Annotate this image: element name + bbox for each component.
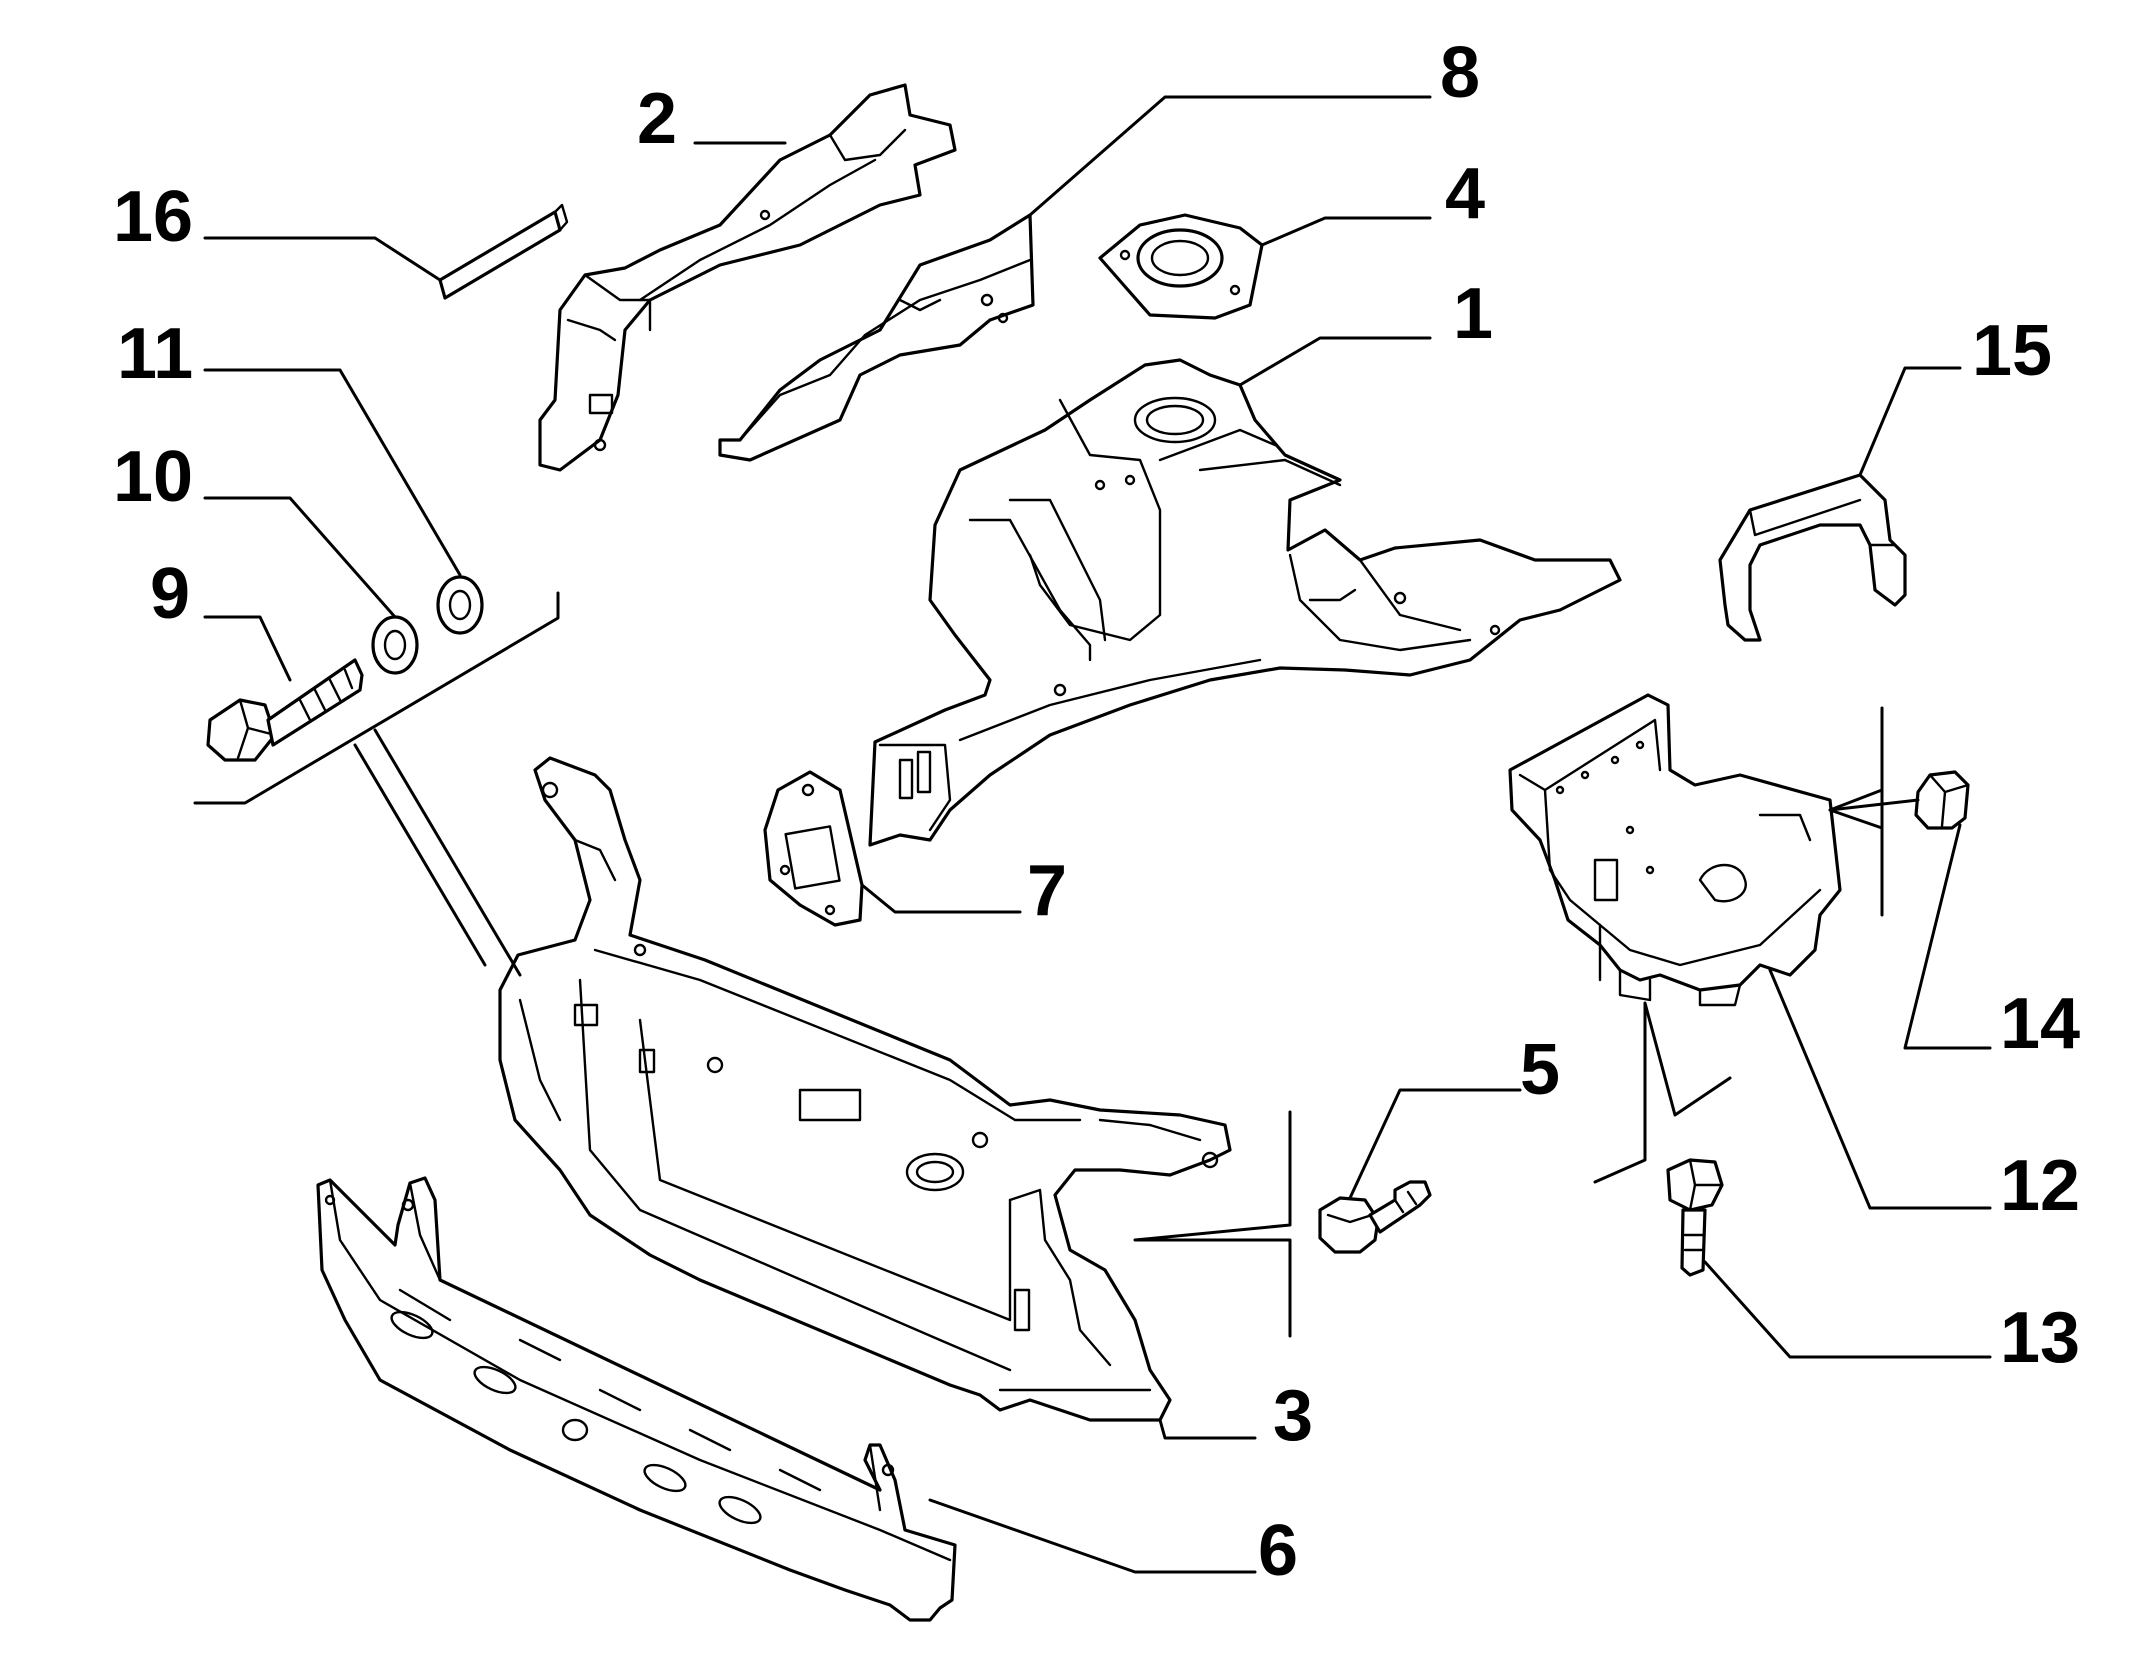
leader-lines (193, 95, 1992, 1574)
part-13-bolt (1666, 1158, 1724, 1277)
leader-6 (928, 1498, 1257, 1574)
part-6-bumper-crossbeam (316, 1176, 957, 1622)
callout-7: 7 (1027, 851, 1067, 931)
callout-8: 8 (1440, 33, 1480, 113)
leader-10 (203, 496, 397, 619)
bracket-9-10-11 (193, 591, 560, 805)
callout-12: 12 (2000, 1146, 2080, 1226)
part-7-bracket-plate (763, 770, 864, 927)
leader-bracket-to-3b (373, 728, 522, 977)
callout-14: 14 (2000, 984, 2080, 1064)
part-2-frame-rail (538, 83, 957, 472)
callout-10: 10 (113, 437, 193, 517)
leader-1 (1238, 336, 1432, 387)
callout-3: 3 (1273, 1376, 1313, 1456)
leader-5 (1348, 1088, 1522, 1200)
leader-bracket-to-3a (353, 743, 487, 967)
callout-numbers: 2 8 16 4 1 11 15 10 9 7 14 5 12 13 3 6 (113, 33, 2080, 1591)
callout-13: 13 (2000, 1298, 2080, 1378)
callout-2: 2 (637, 79, 677, 159)
part-10-washer (371, 615, 419, 675)
callout-16: 16 (113, 177, 193, 257)
callout-15: 15 (1972, 311, 2052, 391)
leader-13 (1703, 1260, 1992, 1359)
part-14-nut (1914, 770, 1970, 830)
part-8-reinforcement-panel (718, 213, 1035, 462)
part-9-bolt (206, 658, 364, 762)
part-3-front-end-carrier (498, 756, 1232, 1422)
leader-7 (860, 883, 1022, 914)
part-5-flange-bolt (1318, 1180, 1432, 1254)
bracket-12-13 (1593, 1001, 1732, 1184)
callout-4: 4 (1445, 154, 1485, 234)
leader-8 (1028, 95, 1432, 217)
part-11-spacer (436, 575, 484, 635)
bracket-5 (1133, 1110, 1292, 1338)
leader-4 (1260, 216, 1432, 247)
leader-11 (203, 368, 462, 577)
leader-16 (203, 236, 442, 282)
leader-15 (1858, 366, 1962, 477)
part-4-strut-mount (1098, 213, 1264, 320)
leader-14 (1903, 823, 1992, 1050)
callout-11: 11 (117, 314, 193, 394)
leader-3 (1158, 1418, 1257, 1440)
part-1-wheelhouse-assembly (868, 358, 1622, 847)
part-15-retaining-strap (1718, 473, 1907, 642)
leader-14-connect (1828, 798, 1920, 812)
part-12-battery-tray (1508, 693, 1842, 1007)
callout-9: 9 (150, 554, 190, 634)
callout-1: 1 (1453, 274, 1493, 354)
leader-9 (203, 615, 292, 682)
callout-6: 6 (1258, 1511, 1298, 1591)
leader-12 (1768, 968, 1992, 1210)
callout-5: 5 (1520, 1030, 1560, 1110)
part-16-seal-strip (438, 203, 569, 300)
